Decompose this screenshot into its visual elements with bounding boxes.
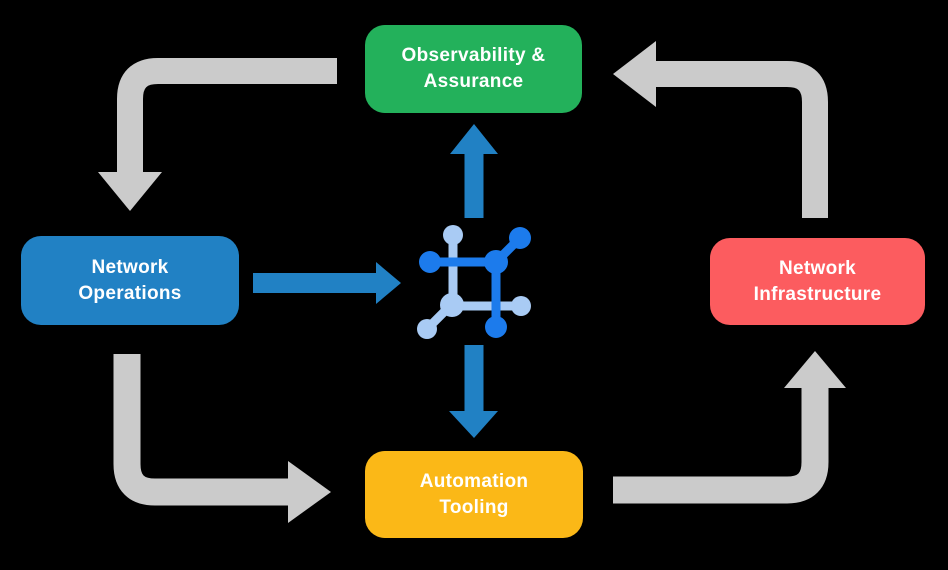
node-label-line: Operations [78, 282, 182, 304]
arrow-observability-to-operations [98, 58, 337, 211]
arrow-infrastructure-to-observability [613, 41, 828, 218]
arrow-center-to-observability [450, 124, 498, 218]
node-label-line: Network [91, 256, 169, 278]
node-label-line: Tooling [439, 496, 509, 518]
arrow-center-to-automation [449, 345, 498, 438]
node-network-operations: Network Operations [21, 236, 239, 325]
node-label-line: Infrastructure [753, 283, 882, 305]
node-label-line: Network [778, 257, 857, 279]
node-label-line: Automation [419, 470, 529, 492]
node-label-line: Assurance [423, 71, 524, 92]
icon-dark-strokes [419, 227, 531, 338]
node-network-infrastructure: Network Infrastructure [710, 238, 925, 325]
arrow-automation-to-infrastructure [613, 351, 846, 504]
node-label-line: Observability & [401, 45, 546, 66]
node-observability-assurance: Observability & Assurance [365, 25, 582, 113]
arrow-operations-to-center [253, 262, 401, 304]
network-automation-icon [417, 225, 531, 339]
arrow-operations-to-automation [113, 354, 331, 523]
node-automation-tooling: Automation Tooling [365, 451, 583, 538]
icon-light-strokes [417, 225, 531, 339]
